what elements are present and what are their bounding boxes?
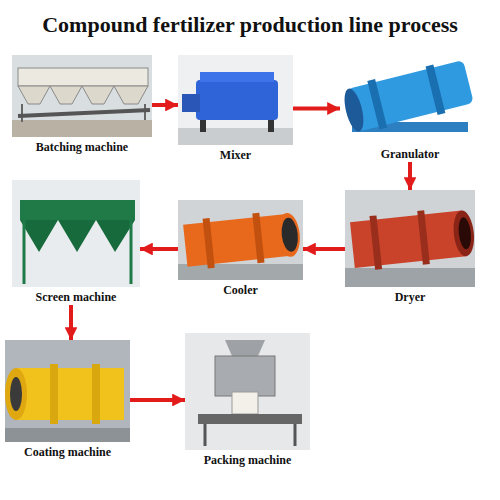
flow-arrow	[303, 247, 345, 251]
machine-node: Mixer	[178, 55, 293, 163]
flow-arrow	[69, 305, 73, 340]
screen-machine-photo	[12, 180, 140, 287]
machine-node: Dryer	[345, 190, 475, 305]
flow-arrow	[130, 398, 185, 402]
batching-machine-photo	[12, 55, 152, 137]
flow-arrow	[152, 103, 178, 107]
machine-label: Cooler	[168, 283, 313, 298]
mixer-photo	[178, 55, 293, 145]
machine-node: Granulator	[340, 50, 480, 162]
machine-label: Granulator	[330, 147, 490, 162]
packing-machine-photo	[185, 333, 310, 450]
machine-label: Screen machine	[2, 290, 150, 305]
machine-label: Coating machine	[0, 445, 140, 460]
machine-node: Cooler	[178, 200, 303, 298]
flow-arrow	[293, 107, 340, 111]
machine-node: Packing machine	[185, 333, 310, 468]
granulator-photo	[340, 50, 480, 144]
flow-arrow	[408, 162, 412, 190]
flow-arrow	[140, 247, 178, 251]
machine-label: Mixer	[168, 148, 303, 163]
machine-label: Batching machine	[2, 140, 162, 155]
machine-node: Batching machine	[12, 55, 152, 155]
machine-node: Screen machine	[12, 180, 140, 305]
machine-label: Packing machine	[175, 453, 320, 468]
dryer-photo	[345, 190, 477, 287]
machine-node: Coating machine	[5, 340, 130, 460]
coating-machine-photo	[5, 340, 130, 442]
diagram-title: Compound fertilizer production line proc…	[0, 12, 500, 38]
cooler-photo	[178, 200, 303, 280]
machine-label: Dryer	[335, 290, 485, 305]
